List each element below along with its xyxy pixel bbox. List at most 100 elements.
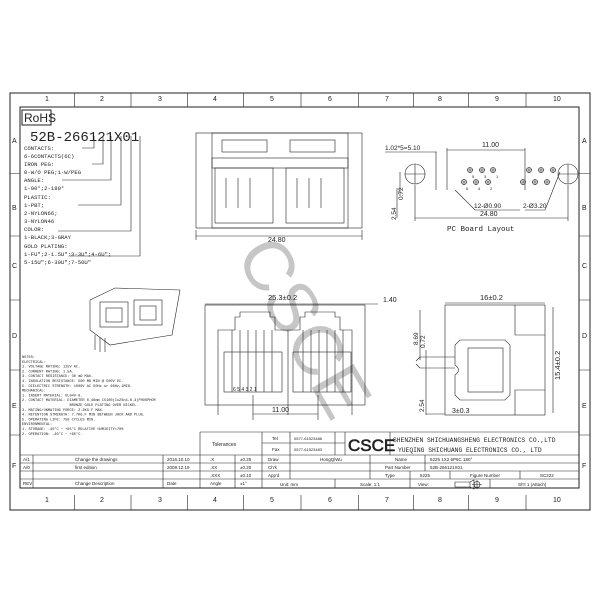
column-marker: 6 xyxy=(328,96,332,103)
rohs-label: RoHS xyxy=(24,111,56,125)
side-view xyxy=(415,302,554,416)
fax-value: 0577-61523483 xyxy=(294,447,323,452)
part-number-value: 52B-266121X01 xyxy=(430,465,463,470)
watermark: CSCE xyxy=(222,224,387,431)
part-code-legend-line: 1-90°;2-180° xyxy=(24,185,64,192)
name-value: 5225 1X2 6P6C 180° xyxy=(430,457,473,462)
dim-side-height: 15.4±0.2 xyxy=(553,351,562,380)
figure-number-label: Figure Number xyxy=(470,473,501,478)
dim-pcb-pegs: 2-Ø3.20 xyxy=(523,203,547,210)
note-line: 2. OPERATION: -40°C ~ +85°C. xyxy=(22,432,82,437)
note-line: BRONZE GOLD PLATING OVER NICKEL. xyxy=(22,404,138,408)
column-marker: 3 xyxy=(158,96,162,103)
note-line: 1. VOLTAGE RATING: 125V AC. xyxy=(22,366,80,370)
dim-front-width: 24.80 xyxy=(268,237,286,244)
revision-description: Change Description xyxy=(75,481,115,486)
column-marker: 5 xyxy=(270,96,274,103)
row-marker: A xyxy=(582,138,587,145)
row-marker: B xyxy=(582,205,587,212)
part-code-legend-line: ANGLE: xyxy=(24,177,44,184)
tolerance-key: .XX xyxy=(210,465,217,470)
revision-date: Date xyxy=(167,481,177,486)
part-code-legend-line: COLOR: xyxy=(24,226,44,233)
part-number-label: Part Number xyxy=(385,465,411,470)
column-marker: 8 xyxy=(438,96,442,103)
column-marker: 10 xyxy=(553,497,561,504)
note-line: ELECTRICAL: xyxy=(22,361,46,365)
column-marker: 9 xyxy=(495,96,499,103)
tolerance-value: ±0.25 xyxy=(240,457,252,462)
scale-value: Scale: 1:1 xyxy=(360,482,381,487)
part-code-legend-line: CONTACTS: xyxy=(24,145,54,152)
face-pin-numbers: 6 5 4 3 2 1 xyxy=(233,387,257,393)
column-marker: 10 xyxy=(553,96,561,103)
dim-side-pin-len: 3±0.3 xyxy=(452,408,470,415)
row-marker: C xyxy=(582,263,587,270)
dim-side-pin-thick: 0.72 xyxy=(420,335,427,348)
revision-id: REV xyxy=(23,481,32,486)
note-line: 1. INSERT MATERIAL: UL94V-0. xyxy=(22,394,82,398)
note-line: 4. INSULATION RESISTANCE: 500 MΩ MIN @ 5… xyxy=(22,379,123,384)
part-code-legend-line: GOLD PLATING: xyxy=(24,243,68,250)
pin-number: 2 xyxy=(490,186,493,191)
revision-date: 2016.10.10 xyxy=(167,457,190,462)
company-name-1: SHENZHEN SHICHUANGSHENG ELECTRONICS CO.,… xyxy=(393,437,556,444)
column-marker: 9 xyxy=(495,497,499,504)
draw-by: HongQiWu xyxy=(320,457,342,462)
row-marker: D xyxy=(582,333,587,340)
tolerance-key: Angle xyxy=(210,481,222,486)
column-marker: 6 xyxy=(328,497,332,504)
note-line: 5. DIELECTRIC STRENGTH: 1000V AC 50Hz or… xyxy=(22,384,132,389)
connector-3d-picture xyxy=(89,287,181,352)
figure-number-value: SC222 xyxy=(540,473,554,478)
type-value: 5225 xyxy=(420,473,431,478)
approve-label: App'd xyxy=(268,473,280,478)
revision-id: A/0 xyxy=(23,465,30,470)
note-line: ENVIRONMENTAL: xyxy=(22,423,52,427)
tel-label: Tel xyxy=(272,436,278,441)
part-code-legend-line: 1-PBT; xyxy=(24,202,44,209)
note-line: MECHANICAL: xyxy=(22,390,46,394)
type-label: Type xyxy=(385,473,395,478)
projection-symbol-icon xyxy=(454,479,482,490)
part-code-legend-line: 3-NYLON46 xyxy=(24,218,54,225)
note-line: 5. OPERATING LIFE: 750 CYCLES MIN. xyxy=(22,418,95,422)
revision-id: A/1 xyxy=(23,457,30,462)
note-line: 2. CURRENT RATING: 1.5A. xyxy=(22,370,74,374)
row-marker: F xyxy=(582,463,586,470)
tolerance-value: ±0.10 xyxy=(240,473,252,478)
tolerances-label: Tolerances xyxy=(212,442,237,448)
draw-label: Draw xyxy=(268,457,279,462)
tolerance-value: ±1° xyxy=(240,481,247,486)
revision-description: first edition xyxy=(75,465,97,470)
company-name-2: YUEQING SHICHUANG ELECTRONICS CO., LTD xyxy=(398,447,542,454)
view-label: View: xyxy=(418,482,429,487)
row-marker: A xyxy=(12,138,17,145)
part-code-legend-line: 6-6CONTACTS(6C) xyxy=(24,153,74,160)
front-view xyxy=(195,132,363,240)
part-code-legend-line: IRON PEG: xyxy=(24,161,54,168)
note-line: 1. STORAGE: -40°C ~ +85°C RELATIVE HUMID… xyxy=(22,427,124,432)
column-marker: 3 xyxy=(158,497,162,504)
rohs-box xyxy=(21,109,52,126)
pcb-layout-title: PC Board Layout xyxy=(447,226,515,234)
dim-pcb-holes: 12-Ø0.90 xyxy=(474,203,501,210)
check-label: Ch'k xyxy=(268,465,278,470)
notes-block: NOTES:ELECTRICAL:1. VOLTAGE RATING: 125V… xyxy=(22,356,157,437)
column-marker: 2 xyxy=(100,497,104,504)
part-code-legend-line: 0-W/O PEG;1-W/PEG xyxy=(24,169,82,176)
dim-face-width: 25.3±0.2 xyxy=(268,293,297,302)
column-marker: 5 xyxy=(270,497,274,504)
title-block xyxy=(20,431,579,488)
tel-value: 0577-61523486 xyxy=(294,436,323,441)
column-marker: 7 xyxy=(385,96,389,103)
tolerance-value: ±0.20 xyxy=(240,465,252,470)
part-code-legend-line: PLASTIC: xyxy=(24,194,51,201)
dim-side-pin-offset: 2.54 xyxy=(419,399,426,412)
dim-pcb-width: 24.80 xyxy=(480,211,498,218)
note-line: 2. CONTACT MATERIAL: DIAMETER 0.46mm C51… xyxy=(22,398,157,403)
